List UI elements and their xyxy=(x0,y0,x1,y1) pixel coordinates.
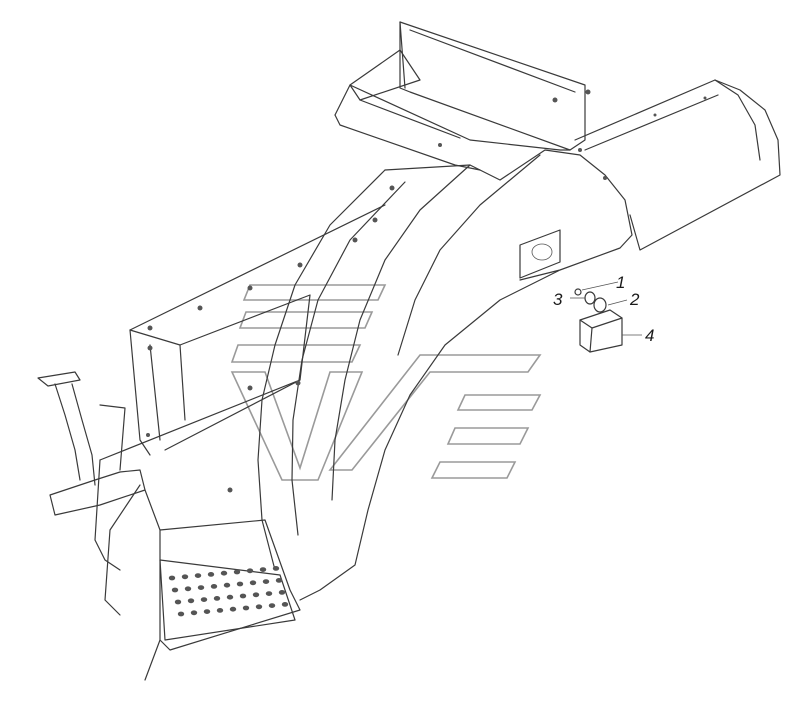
callout-4: 4 xyxy=(645,326,654,345)
step-hole xyxy=(200,597,208,602)
step-hole xyxy=(239,593,247,599)
upper-panel xyxy=(334,21,591,171)
watermark-logo xyxy=(230,284,542,481)
frame-beam xyxy=(574,79,781,251)
washer-part-3 xyxy=(584,291,596,305)
washer-part-2 xyxy=(593,297,607,313)
step-hole xyxy=(184,586,192,592)
step-hole xyxy=(252,592,260,598)
step-box xyxy=(94,204,386,681)
step-hole xyxy=(187,598,195,604)
fastener-parts xyxy=(574,288,623,353)
bolt-part-1 xyxy=(574,288,582,296)
step-hole xyxy=(255,604,263,610)
step-hole xyxy=(246,568,254,574)
step-hole xyxy=(210,584,218,589)
step-hole xyxy=(171,587,179,593)
step-hole xyxy=(194,573,202,578)
step-hole xyxy=(168,575,176,581)
step-hole xyxy=(262,579,270,584)
step-hole xyxy=(226,594,234,600)
step-hole xyxy=(278,590,286,595)
callout-2: 2 xyxy=(629,290,640,309)
step-hole xyxy=(233,569,241,575)
step-hole xyxy=(177,611,185,617)
step-hole xyxy=(213,596,221,601)
step-hole xyxy=(275,578,283,583)
step-hole xyxy=(242,605,250,611)
fender-arch xyxy=(147,148,633,601)
step-plate-holes xyxy=(168,566,289,617)
callout-1: 1 xyxy=(616,273,625,292)
pad-part-4 xyxy=(579,309,623,353)
step-hole xyxy=(223,582,231,588)
step-hole xyxy=(249,580,257,586)
step-hole xyxy=(272,566,280,571)
callout-3: 3 xyxy=(553,290,563,309)
step-hole xyxy=(220,570,228,576)
step-hole xyxy=(229,606,237,612)
step-hole xyxy=(190,610,198,616)
step-hole xyxy=(174,599,182,605)
left-bracket xyxy=(37,371,146,516)
step-hole xyxy=(203,609,211,614)
step-hole xyxy=(265,591,273,596)
step-hole xyxy=(207,572,215,577)
step-hole xyxy=(216,608,224,613)
step-hole xyxy=(236,581,244,587)
leader-lines xyxy=(570,281,642,336)
step-hole xyxy=(197,585,205,590)
step-hole xyxy=(281,602,289,607)
step-hole xyxy=(259,567,267,572)
step-hole xyxy=(181,574,189,580)
step-hole xyxy=(268,603,276,608)
